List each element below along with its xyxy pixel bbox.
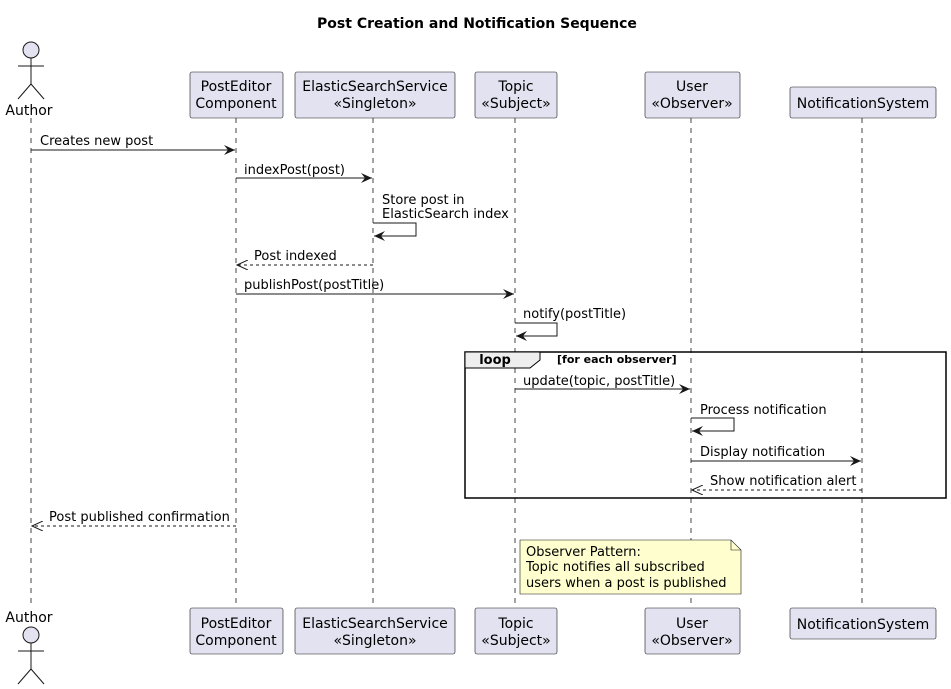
message-label-notify: notify(postTitle) bbox=[523, 307, 626, 322]
message-arrow-process-notification bbox=[691, 417, 735, 436]
loop-frame: loop [for each observer] bbox=[464, 351, 947, 499]
actor-author-label-bottom: Author bbox=[5, 610, 52, 626]
svg-text:Component: Component bbox=[195, 633, 277, 649]
message-label-show-alert: Show notification alert bbox=[710, 474, 856, 489]
svg-text:NotificationSystem: NotificationSystem bbox=[797, 96, 930, 112]
participant-editor-bottom: PostEditor Component bbox=[189, 607, 284, 655]
svg-text:PostEditor: PostEditor bbox=[201, 79, 272, 95]
actor-author-top bbox=[17, 41, 45, 100]
participant-search-bottom: ElasticSearchService «Singleton» bbox=[294, 607, 456, 655]
svg-text:User: User bbox=[676, 616, 708, 632]
message-label-process-notification: Process notification bbox=[700, 403, 827, 418]
svg-text:NotificationSystem: NotificationSystem bbox=[797, 617, 930, 633]
lifelines bbox=[30, 118, 863, 607]
loop-tab bbox=[464, 351, 541, 369]
message-arrow-store-post bbox=[373, 222, 417, 241]
participant-notification-bottom: NotificationSystem bbox=[789, 607, 937, 640]
loop-keyword: loop bbox=[479, 353, 511, 368]
message-label-post-indexed: Post indexed bbox=[254, 249, 337, 264]
svg-text:Topic: Topic bbox=[497, 616, 533, 632]
actor-author-label-top: Author bbox=[5, 103, 52, 119]
message-label-published-confirmation: Post published confirmation bbox=[49, 510, 230, 525]
svg-text:ElasticSearchService: ElasticSearchService bbox=[302, 616, 448, 632]
participant-user-bottom: User «Observer» bbox=[644, 607, 741, 655]
svg-text:«Observer»: «Observer» bbox=[651, 633, 732, 649]
note-observer-pattern: Observer Pattern: Topic notifies all sub… bbox=[519, 539, 742, 595]
note-line-2: Topic notifies all subscribed bbox=[525, 560, 705, 575]
svg-text:«Subject»: «Subject» bbox=[481, 96, 550, 112]
message-label-create-post: Creates new post bbox=[40, 134, 153, 149]
participant-search-top: ElasticSearchService «Singleton» bbox=[294, 71, 456, 119]
message-label-store-post-1: Store post in bbox=[382, 193, 465, 208]
participant-editor-top: PostEditor Component bbox=[189, 71, 284, 119]
participant-topic-top: Topic «Subject» bbox=[474, 71, 558, 119]
svg-text:Component: Component bbox=[195, 96, 277, 112]
message-label-store-post-2: ElasticSearch index bbox=[382, 207, 509, 222]
actor-head-icon bbox=[22, 626, 40, 644]
loop-condition: [for each observer] bbox=[557, 353, 677, 366]
message-arrow-notify bbox=[515, 322, 558, 341]
note-line-1: Observer Pattern: bbox=[526, 545, 641, 560]
participant-user-top: User «Observer» bbox=[644, 71, 741, 119]
svg-text:«Singleton»: «Singleton» bbox=[333, 96, 416, 112]
participant-topic-bottom: Topic «Subject» bbox=[474, 607, 558, 655]
svg-text:Topic: Topic bbox=[497, 79, 533, 95]
messages: Creates new post indexPost(post) Store p… bbox=[31, 134, 626, 341]
svg-text:«Subject»: «Subject» bbox=[481, 633, 550, 649]
message-label-display-notification: Display notification bbox=[700, 445, 825, 460]
svg-text:«Singleton»: «Singleton» bbox=[333, 633, 416, 649]
note-line-3: users when a post is published bbox=[526, 576, 727, 591]
svg-text:PostEditor: PostEditor bbox=[201, 616, 272, 632]
participants-bottom: PostEditor Component ElasticSearchServic… bbox=[189, 607, 937, 655]
message-label-update: update(topic, postTitle) bbox=[523, 374, 675, 389]
svg-text:«Observer»: «Observer» bbox=[651, 96, 732, 112]
svg-text:User: User bbox=[676, 79, 708, 95]
svg-text:ElasticSearchService: ElasticSearchService bbox=[302, 79, 448, 95]
actor-author-bottom bbox=[17, 626, 45, 685]
actor-head-icon bbox=[22, 41, 40, 59]
participants-top: PostEditor Component ElasticSearchServic… bbox=[189, 71, 937, 119]
message-label-publish-post: publishPost(postTitle) bbox=[244, 278, 384, 293]
diagram-title: Post Creation and Notification Sequence bbox=[317, 16, 637, 32]
message-label-index-post: indexPost(post) bbox=[244, 163, 345, 178]
loop-messages: update(topic, postTitle) Process notific… bbox=[515, 374, 862, 490]
participant-notification-top: NotificationSystem bbox=[789, 86, 937, 119]
